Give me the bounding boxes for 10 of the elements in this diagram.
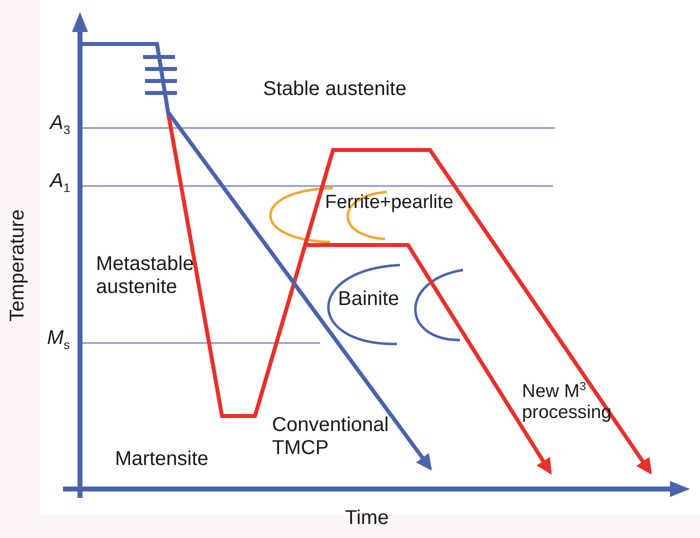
region-label: Stable austenite <box>263 78 406 101</box>
process-label: Conventional TMCP <box>272 414 390 460</box>
region-label: Martensite <box>115 448 208 471</box>
temperature-level-label: M$_{s}$ <box>47 327 70 352</box>
temperature-level-label: A$_{3}$ <box>50 112 70 138</box>
axis-title: Time <box>345 507 389 530</box>
region-label: Bainite <box>338 288 400 311</box>
region-label: Metastable austenite <box>96 253 195 299</box>
temperature-level-label: A$_{1}$ <box>50 170 70 196</box>
axis-title: Temperature <box>6 209 30 322</box>
